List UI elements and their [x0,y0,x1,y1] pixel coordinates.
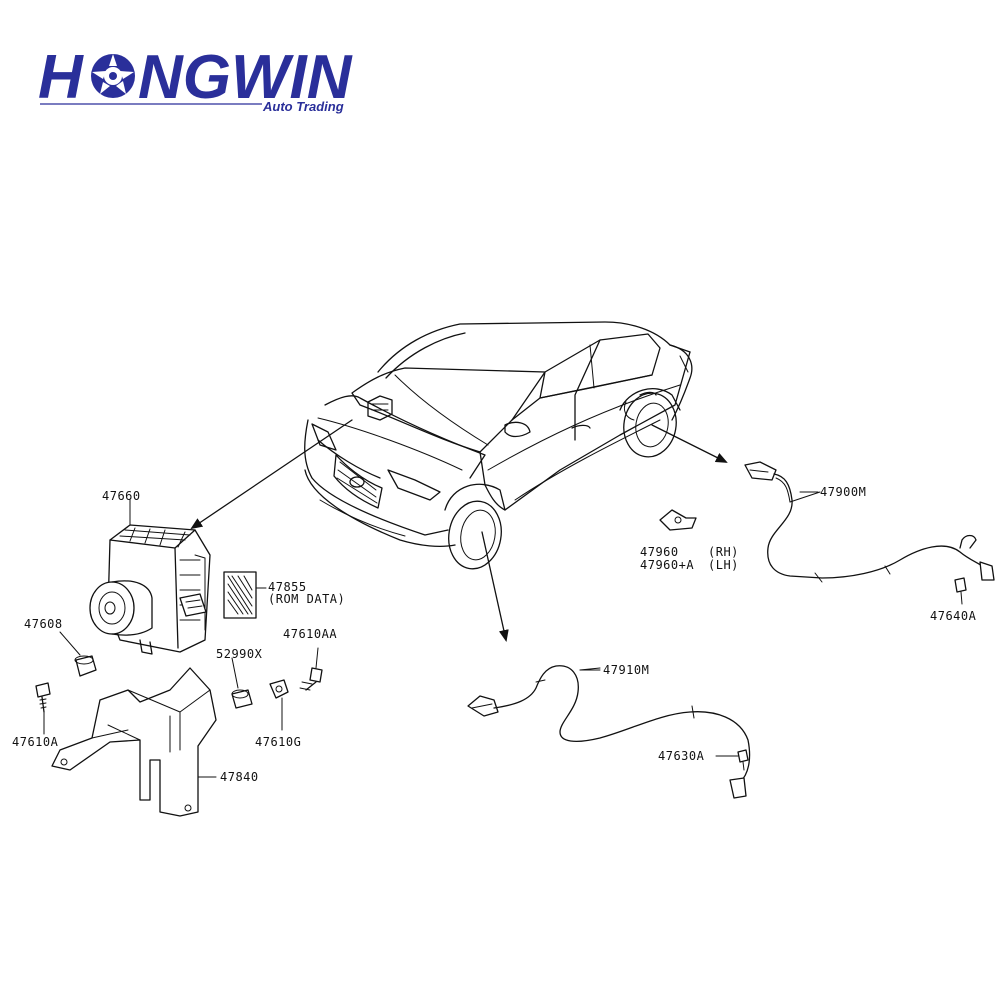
abs-actuator [89,524,211,655]
label-47960-rh: (RH) [708,545,739,559]
label-52990X: 52990X [216,647,263,661]
grommet-47608 [59,631,97,677]
label-47610AA: 47610AA [283,627,337,641]
logo: H NGWIN Auto Trading [38,43,353,114]
leader-arrows [190,419,728,642]
car-icon [304,321,693,570]
label-47960A-lh: (LH) [708,558,739,572]
wheel-icon [91,54,135,98]
arrow-to-abs-unit [190,419,353,530]
part-labels: 47660 47855 (ROM DATA) 47608 47610AA 529… [12,485,977,784]
label-47608: 47608 [24,617,63,631]
label-47640A: 47640A [930,609,977,623]
bushing-52990X [231,657,253,709]
rear-abs-sensor-harness [744,461,995,605]
logo-letter-h: H [38,43,84,112]
label-47610A: 47610A [12,735,59,749]
label-47900M: 47900M [820,485,866,499]
bracket-47960 [659,509,697,531]
label-47630A: 47630A [658,749,705,763]
label-47660: 47660 [102,489,141,503]
nut-47610G [269,679,289,731]
label-47855-note: (ROM DATA) [268,592,345,606]
label-47960A: 47960+A [640,558,694,572]
rom-data-chip [223,571,267,619]
label-47840: 47840 [220,770,259,784]
front-abs-sensor-harness [467,665,751,799]
label-47610G: 47610G [255,735,301,749]
bolt-47610AA [299,647,323,691]
bolt-47610A [35,682,51,735]
label-47960: 47960 [640,545,679,559]
logo-tagline: Auto Trading [262,99,344,114]
arrow-to-front-sensor [481,531,509,642]
bracket-47840 [51,667,217,817]
label-47910M: 47910M [603,663,649,677]
logo-name: NGWIN [138,43,353,112]
arrow-to-rear-sensor [651,424,728,463]
label-47855: 47855 [268,580,307,594]
